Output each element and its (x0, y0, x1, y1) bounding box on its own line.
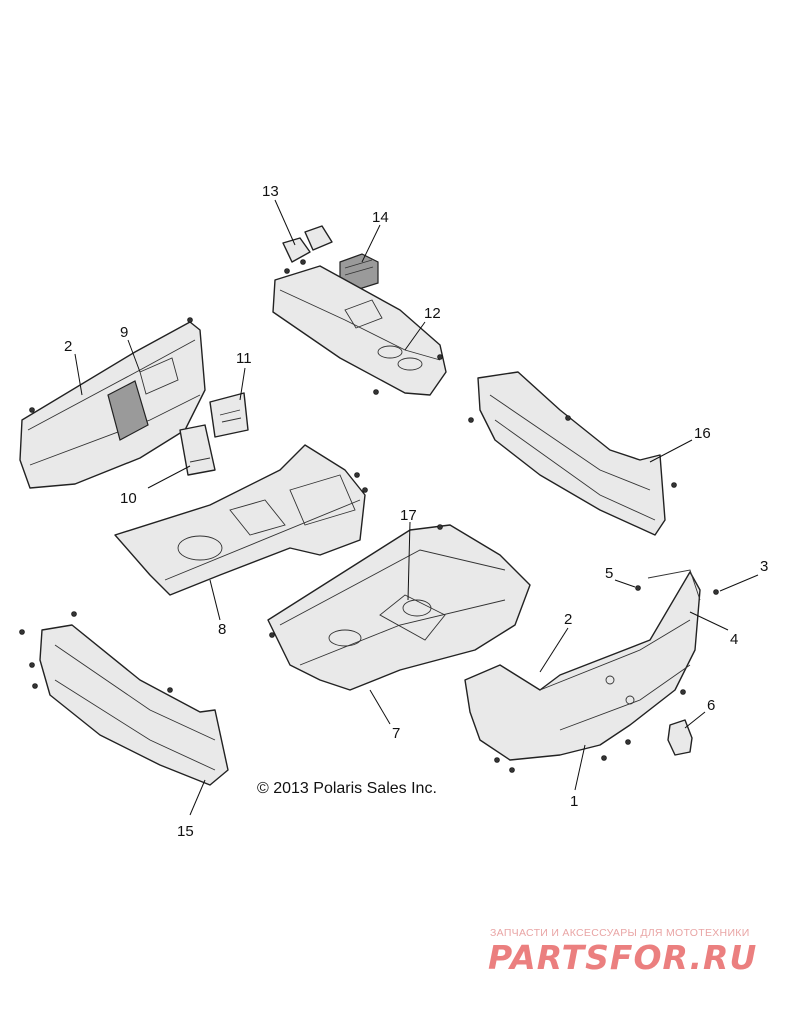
callout-15: 15 (177, 823, 194, 840)
part-11-cover (209, 392, 249, 438)
callout-13: 13 (262, 183, 279, 200)
part-5-fastener (635, 585, 641, 591)
watermark-logo: PARTSFOR.RU (488, 940, 758, 976)
callout-14: 14 (372, 209, 389, 226)
leader-lines (74, 199, 759, 816)
part-13-boots (282, 225, 333, 274)
part-8-floor-tunnel (114, 444, 368, 596)
callout-8: 8 (218, 621, 226, 638)
part-4-bulkhead-upper (647, 569, 701, 601)
callout-6: 6 (707, 697, 715, 714)
callout-labels: 2 9 11 10 8 12 13 14 16 17 7 2 5 3 4 6 1… (64, 183, 768, 840)
callout-1: 1 (570, 793, 578, 810)
part-6-bracket (667, 719, 693, 756)
part-12-center-console (272, 265, 447, 396)
callout-10: 10 (120, 490, 137, 507)
part-3-fastener (713, 589, 719, 595)
part-1-rear-bulkhead (464, 571, 701, 773)
callout-4: 4 (730, 631, 738, 648)
part-7-main-floor (267, 524, 531, 691)
callout-16: 16 (694, 425, 711, 442)
part-10-cover (179, 424, 216, 476)
callout-5: 5 (605, 565, 613, 582)
watermark-tagline: ЗАПЧАСТИ И АКСЕССУАРЫ ДЛЯ МОТОТЕХНИКИ (490, 927, 750, 939)
callout-12: 12 (424, 305, 441, 322)
callout-7: 7 (392, 725, 400, 742)
copyright-notice: © 2013 Polaris Sales Inc. (257, 780, 437, 797)
callout-11: 11 (236, 350, 252, 367)
part-15-left-rocker (19, 611, 229, 786)
callout-17: 17 (400, 507, 417, 524)
callout-9: 9 (120, 324, 128, 341)
part-2-dash-panel (19, 317, 206, 489)
callout-2-dash: 2 (64, 338, 72, 355)
part-16-right-rocker (468, 371, 677, 536)
callout-3: 3 (760, 558, 768, 575)
callout-2-bulkhead: 2 (564, 611, 572, 628)
